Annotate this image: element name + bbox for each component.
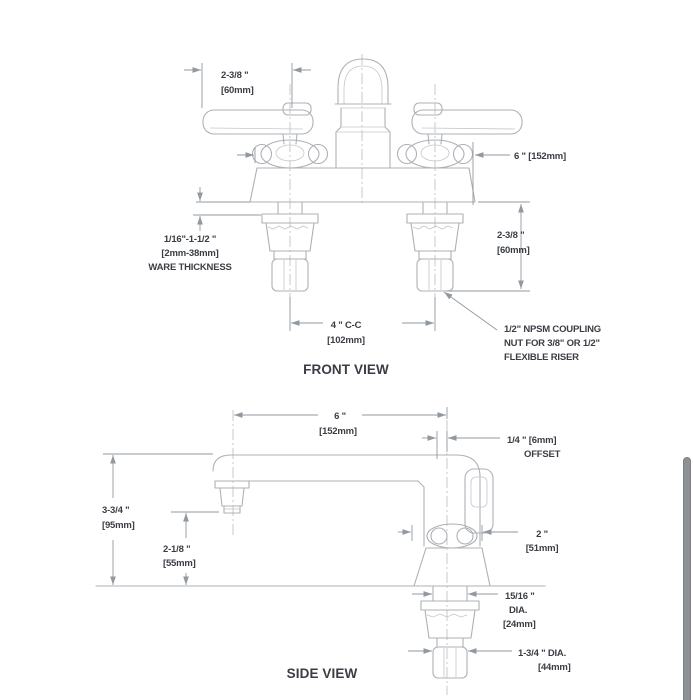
spout-front bbox=[334, 58, 392, 169]
deck-body bbox=[249, 167, 476, 203]
dim-shank-dia-metric: [24mm] bbox=[503, 619, 536, 630]
side-centerlines bbox=[232, 410, 448, 695]
dim-nut-dia-metric: [44mm] bbox=[538, 662, 571, 673]
coupling-note-line2: NUT FOR 3/8" OR 1/2" bbox=[504, 338, 600, 349]
vertical-scrollbar-thumb[interactable] bbox=[683, 457, 691, 700]
dim-offset-value: 1/4 " [6mm] bbox=[507, 435, 556, 446]
dim-spout-reach-value: 6 " bbox=[334, 411, 346, 422]
right-handle bbox=[396, 102, 523, 169]
dim-deck-length-value: 6 " [152mm] bbox=[514, 151, 566, 162]
dim-shank-dia-label: DIA. bbox=[509, 605, 527, 616]
dim-deck-height-metric: [95mm] bbox=[102, 520, 135, 531]
dim-offset-label: OFFSET bbox=[524, 449, 561, 460]
dim-shank-height-metric: [60mm] bbox=[497, 245, 530, 256]
dim-deck-height-value: 3-3/4 " bbox=[102, 505, 129, 516]
front-centerlines bbox=[289, 54, 436, 312]
dim-spout-clearance-value: 2-1/8 " bbox=[163, 544, 190, 555]
side-dimension-lines bbox=[103, 407, 518, 654]
right-shank bbox=[406, 201, 464, 292]
coupling-note-line3: FLEXIBLE RISER bbox=[504, 352, 579, 363]
front-view-drawing: 2-3/8 " [60mm] 6 " [152mm] 1/16"-1-1/2 "… bbox=[148, 54, 601, 377]
dim-body-width-metric: [51mm] bbox=[526, 543, 559, 554]
dim-body-width-value: 2 " bbox=[536, 529, 548, 540]
spout-side bbox=[212, 454, 481, 547]
dim-handle-width-metric: [60mm] bbox=[221, 85, 254, 96]
dim-ware-thickness-label: WARE THICKNESS bbox=[148, 262, 231, 273]
front-dimension-lines bbox=[184, 63, 530, 331]
left-shank bbox=[261, 201, 319, 292]
front-view-title: FRONT VIEW bbox=[303, 362, 389, 377]
coupling-note-line1: 1/2" NPSM COUPLING bbox=[504, 324, 601, 335]
shank-side bbox=[420, 585, 480, 679]
side-view-title: SIDE VIEW bbox=[287, 666, 358, 681]
dim-spout-clearance-metric: [55mm] bbox=[163, 558, 196, 569]
dim-nut-dia-value: 1-3/4 " DIA. bbox=[518, 648, 566, 659]
dim-handle-width-value: 2-3/8 " bbox=[221, 70, 248, 81]
dim-shank-height-value: 2-3/8 " bbox=[497, 230, 524, 241]
dim-ware-thickness-value: 1/16"-1-1/2 " bbox=[164, 234, 216, 245]
faucet-body-side bbox=[413, 468, 494, 587]
dim-centers-value: 4 " C-C bbox=[331, 320, 362, 331]
left-handle bbox=[202, 102, 329, 169]
dim-centers-metric: [102mm] bbox=[327, 335, 365, 346]
side-view-drawing: 6 " [152mm] 1/4 " [6mm] OFFSET 3-3/4 " [… bbox=[95, 407, 571, 695]
dim-ware-thickness-metric: [2mm-38mm] bbox=[161, 248, 218, 259]
dim-shank-dia-value: 15/16 " bbox=[505, 591, 535, 602]
dim-spout-reach-metric: [152mm] bbox=[319, 426, 357, 437]
